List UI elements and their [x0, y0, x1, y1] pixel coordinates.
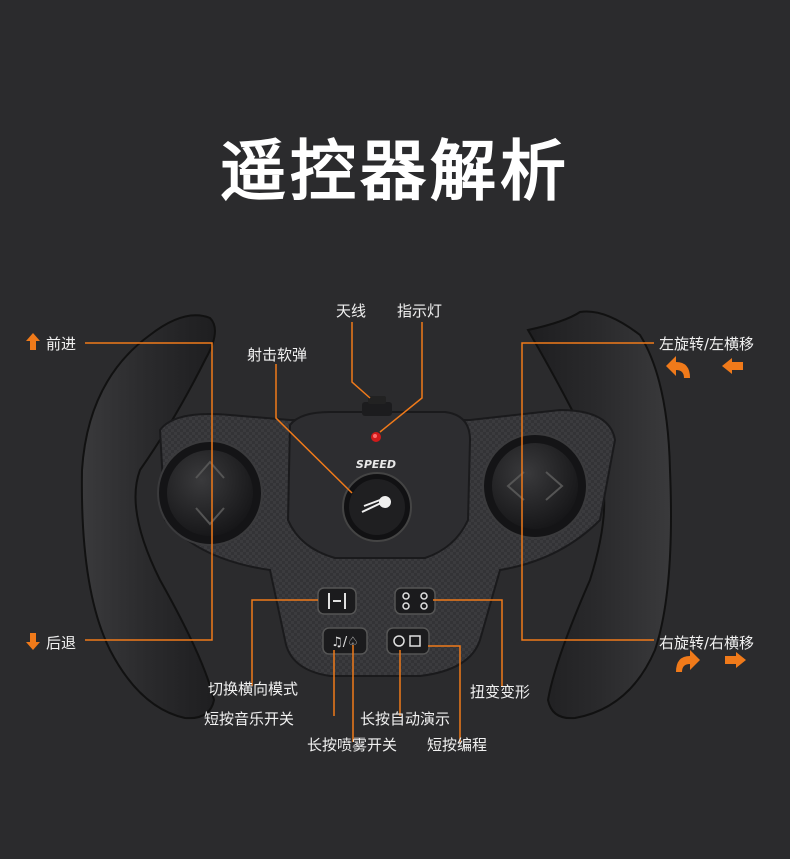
callout-lines	[85, 322, 654, 742]
music-label: 短按音乐开关	[204, 710, 295, 728]
rotate-left-icon	[666, 356, 690, 378]
comet-icon	[379, 496, 391, 508]
program-button	[386, 627, 430, 655]
spray-label: 长按喷雾开关	[307, 736, 398, 754]
right-joystick	[492, 443, 578, 529]
backward-arrow-icon	[26, 633, 40, 650]
indicator-label: 指示灯	[397, 302, 443, 320]
down-arrow-icon	[195, 507, 225, 526]
speed-label: SPEED	[356, 458, 396, 471]
left-rotate-label: 左旋转/左横移	[659, 335, 755, 353]
transform-button	[394, 587, 436, 615]
up-arrow-icon	[195, 460, 225, 479]
left-arrow-icon	[506, 471, 525, 501]
left-grip	[80, 314, 216, 720]
arrow-right-icon	[725, 652, 746, 668]
backward-label: 后退	[46, 634, 77, 652]
demo-label: 长按自动演示	[360, 710, 451, 728]
forward-label: 前进	[46, 335, 77, 353]
page-title: 遥控器解析	[220, 133, 570, 210]
music-note-icon: ♫/♤	[331, 635, 359, 650]
forward-arrow-icon	[26, 333, 40, 350]
right-arrow-icon	[545, 471, 564, 501]
antenna	[362, 402, 392, 416]
transform-label: 扭变变形	[470, 683, 531, 701]
switch-mode-label: 切换横向模式	[208, 680, 299, 698]
right-rotate-label: 右旋转/右横移	[659, 634, 755, 652]
antenna-label: 天线	[336, 302, 367, 320]
right-grip	[526, 310, 672, 720]
rotate-right-icon	[676, 650, 700, 672]
fire-label: 射击软弹	[247, 346, 308, 364]
arrow-left-icon	[722, 358, 743, 374]
program-label: 短按编程	[427, 736, 488, 754]
left-joystick	[167, 450, 253, 536]
music-button	[322, 627, 368, 655]
